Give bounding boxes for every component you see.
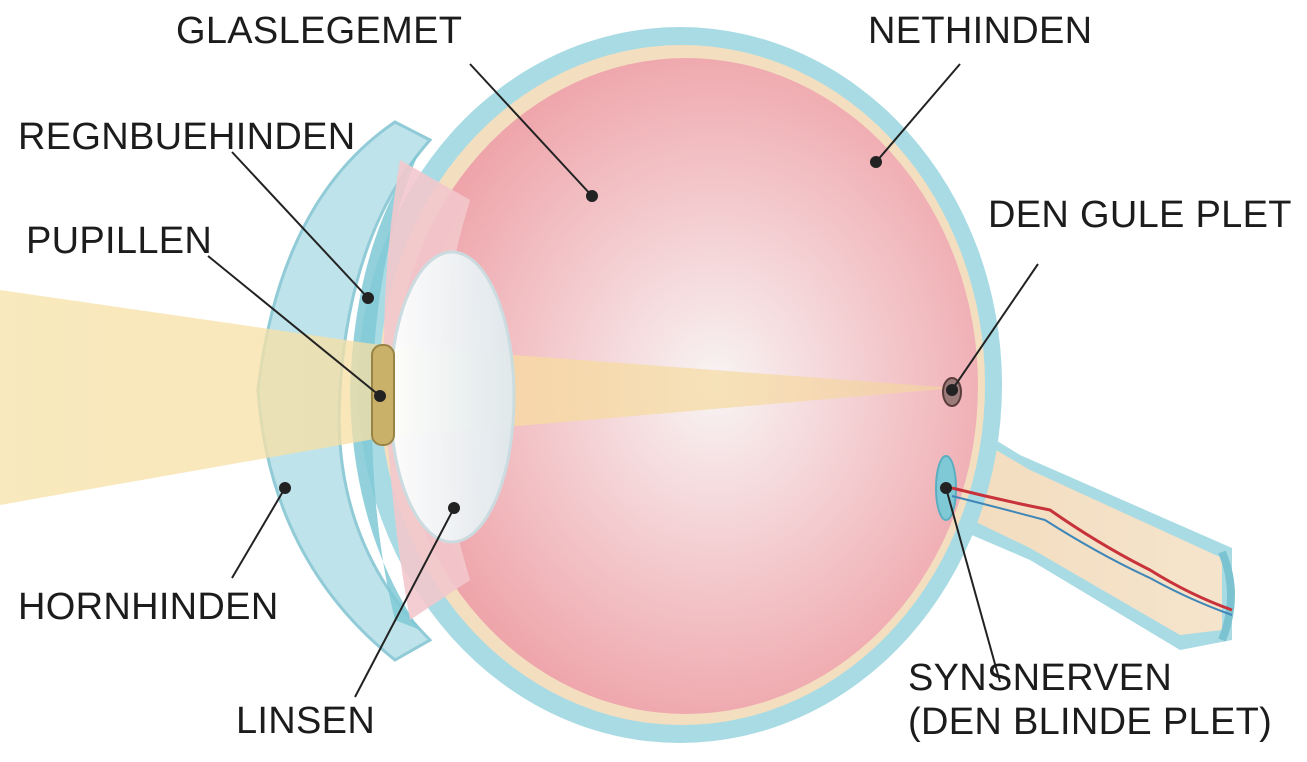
label-macula: DEN GULE PLET [988, 196, 1292, 234]
label-retina: NETHINDEN [868, 12, 1092, 50]
label-pupil: PUPILLEN [26, 222, 212, 260]
leader-cornea [232, 488, 285, 578]
label-optic-nerve-line2: (DEN BLINDE PLET) [908, 700, 1272, 744]
label-lens: LINSEN [236, 702, 375, 740]
lens-shape [390, 252, 514, 542]
label-optic-nerve-line1: SYNSNERVEN [908, 656, 1272, 700]
label-cornea: HORNHINDEN [18, 588, 279, 626]
label-vitreous: GLASLEGEMET [176, 12, 462, 50]
label-optic-nerve: SYNSNERVEN (DEN BLINDE PLET) [908, 656, 1272, 744]
label-iris: REGNBUEHINDEN [18, 118, 356, 156]
